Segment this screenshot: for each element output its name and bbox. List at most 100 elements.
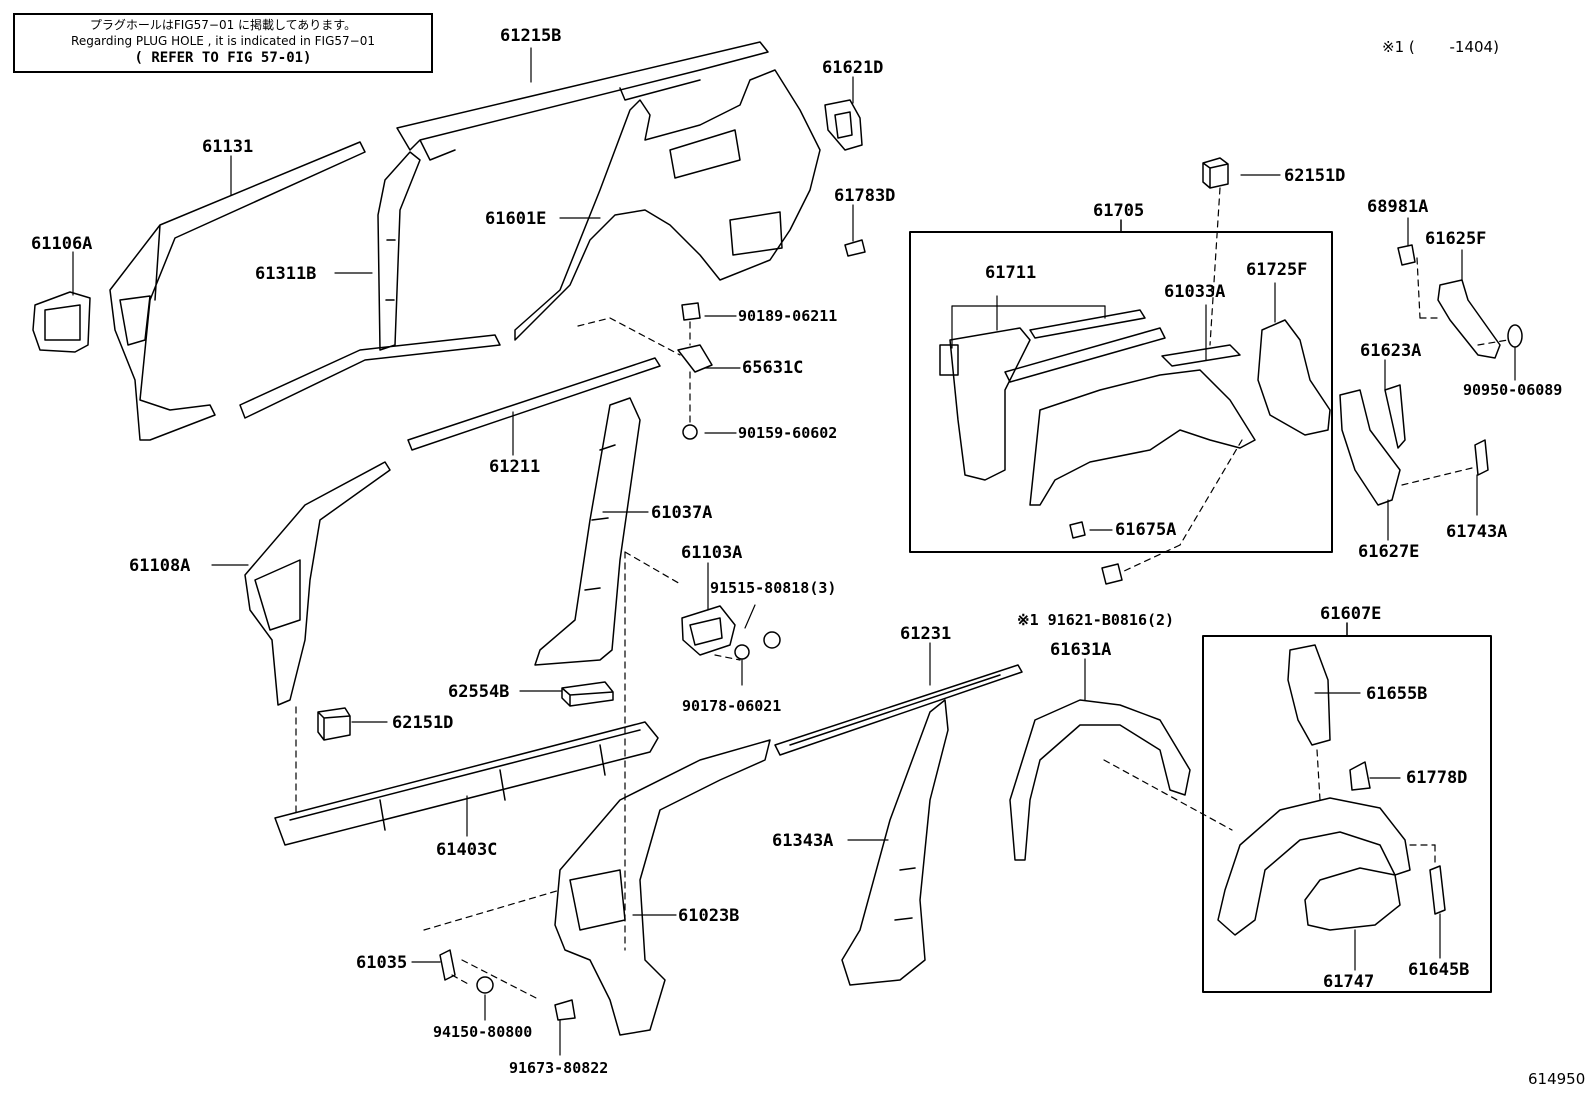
label-61621D[interactable]: 61621D — [822, 58, 884, 78]
part-61778D — [1349, 761, 1371, 791]
part-61645B — [1429, 865, 1446, 915]
label-61645B[interactable]: 61645B — [1408, 960, 1470, 980]
part-61625F — [1437, 279, 1501, 359]
label-91673-80822[interactable]: 91673-80822 — [509, 1059, 609, 1077]
part-61035 — [439, 949, 456, 981]
label-91515-80818[interactable]: 91515-80818(3) — [710, 579, 837, 597]
label-61343A[interactable]: 61343A — [772, 831, 834, 851]
part-62151D-bottom — [317, 707, 351, 741]
label-62554B[interactable]: 62554B — [448, 682, 510, 702]
part-61108A — [244, 461, 391, 706]
part-62151D-top — [1202, 157, 1229, 189]
label-61311B[interactable]: 61311B — [255, 264, 317, 284]
label-94150-80800[interactable]: 94150-80800 — [433, 1023, 533, 1041]
part-61743A — [1474, 439, 1489, 476]
label-61783D[interactable]: 61783D — [834, 186, 896, 206]
part-61725F — [1257, 319, 1331, 436]
label-90189-06211[interactable]: 90189-06211 — [738, 307, 838, 325]
label-61725F[interactable]: 61725F — [1246, 260, 1308, 280]
label-61103A[interactable]: 61103A — [681, 543, 743, 563]
note-japanese: プラグホールはFIG57−01 に掲載してあります。 — [89, 18, 357, 32]
label-61601E[interactable]: 61601E — [485, 209, 547, 229]
label-68981A[interactable]: 68981A — [1367, 197, 1429, 217]
label-61131[interactable]: 61131 — [202, 137, 254, 157]
label-61711[interactable]: 61711 — [985, 263, 1037, 283]
note-reference: ( REFER TO FIG 57-01) — [134, 50, 312, 66]
corner-note: ※1 ( -1404) — [1382, 38, 1499, 56]
label-61108A[interactable]: 61108A — [129, 556, 191, 576]
part-61601E-quarter-panel — [514, 69, 821, 341]
label-61631A[interactable]: 61631A — [1050, 640, 1112, 660]
group-box-61607E — [1202, 635, 1492, 993]
part-61131-front-pillar — [109, 141, 366, 441]
part-61231 — [774, 664, 1023, 756]
figure-number: 614950 — [1528, 1070, 1586, 1088]
part-61627E — [1339, 389, 1401, 506]
part-61747 — [1304, 867, 1401, 931]
label-90159-60602[interactable]: 90159-60602 — [738, 424, 838, 442]
part-61033A — [1029, 344, 1256, 506]
group-box-61705 — [909, 231, 1333, 553]
label-61033A[interactable]: 61033A — [1164, 282, 1226, 302]
label-61743A[interactable]: 61743A — [1446, 522, 1508, 542]
label-61623A[interactable]: 61623A — [1360, 341, 1422, 361]
part-68981A — [1397, 244, 1416, 266]
dashed-lines — [295, 187, 1509, 1001]
part-61711-a — [939, 327, 1031, 481]
part-90950-grommet — [1507, 324, 1523, 348]
leader-lines — [72, 47, 1516, 1056]
bolt-90159 — [682, 424, 698, 440]
part-61215B-roof-rail — [396, 41, 769, 161]
part-61403C-rocker — [274, 721, 659, 846]
label-90178-06021[interactable]: 90178-06021 — [682, 697, 782, 715]
label-61035[interactable]: 61035 — [356, 953, 408, 973]
part-61631A — [1009, 699, 1191, 861]
bolt-91673 — [554, 999, 576, 1021]
part-61023B — [554, 739, 771, 1036]
label-61627E[interactable]: 61627E — [1358, 542, 1420, 562]
label-61625F[interactable]: 61625F — [1425, 229, 1487, 249]
part-61607E-liner — [1217, 797, 1411, 936]
part-62554B — [561, 681, 614, 707]
label-61705[interactable]: 61705 — [1093, 201, 1145, 221]
part-61311B — [239, 151, 501, 419]
label-61211[interactable]: 61211 — [489, 457, 541, 477]
part-61675A — [1069, 521, 1086, 539]
label-61607E[interactable]: 61607E — [1320, 604, 1382, 624]
label-61215B[interactable]: 61215B — [500, 26, 562, 46]
note-english: Regarding PLUG HOLE , it is indicated in… — [71, 34, 375, 48]
label-61655B[interactable]: 61655B — [1366, 684, 1428, 704]
part-61621D — [824, 99, 863, 151]
nut-94150 — [476, 976, 494, 994]
part-61103A-bracket — [681, 605, 736, 656]
part-61711-b — [1004, 309, 1166, 383]
part-61037A-pillar — [534, 397, 641, 666]
label-61231[interactable]: 61231 — [900, 624, 952, 644]
part-90189-clip — [681, 302, 701, 321]
part-61623A — [1384, 384, 1406, 449]
label-61106A[interactable]: 61106A — [31, 234, 93, 254]
label-91621-B0816[interactable]: ※1 91621-B0816(2) — [1017, 611, 1175, 629]
label-61675A[interactable]: 61675A — [1115, 520, 1177, 540]
part-61211-rail — [407, 357, 661, 451]
part-61343A — [841, 699, 949, 986]
nut-90178 — [734, 644, 750, 660]
label-61037A[interactable]: 61037A — [651, 503, 713, 523]
label-61023B[interactable]: 61023B — [678, 906, 740, 926]
part-61783D — [844, 239, 866, 257]
label-61747[interactable]: 61747 — [1323, 972, 1375, 992]
label-62151D-top[interactable]: 62151D — [1284, 166, 1346, 186]
label-61403C[interactable]: 61403C — [436, 840, 498, 860]
label-90950-06089[interactable]: 90950-06089 — [1463, 381, 1563, 399]
plug-hole-note: プラグホールはFIG57−01 に掲載してあります。 Regarding PLU… — [13, 13, 433, 73]
part-61655B — [1287, 644, 1331, 746]
bolt-91621 — [1101, 563, 1123, 585]
label-62151D-bottom[interactable]: 62151D — [392, 713, 454, 733]
part-61106A — [32, 291, 91, 353]
label-61778D[interactable]: 61778D — [1406, 768, 1468, 788]
part-65631C — [677, 344, 713, 373]
label-65631C[interactable]: 65631C — [742, 358, 804, 378]
bolt-91515 — [763, 631, 781, 649]
